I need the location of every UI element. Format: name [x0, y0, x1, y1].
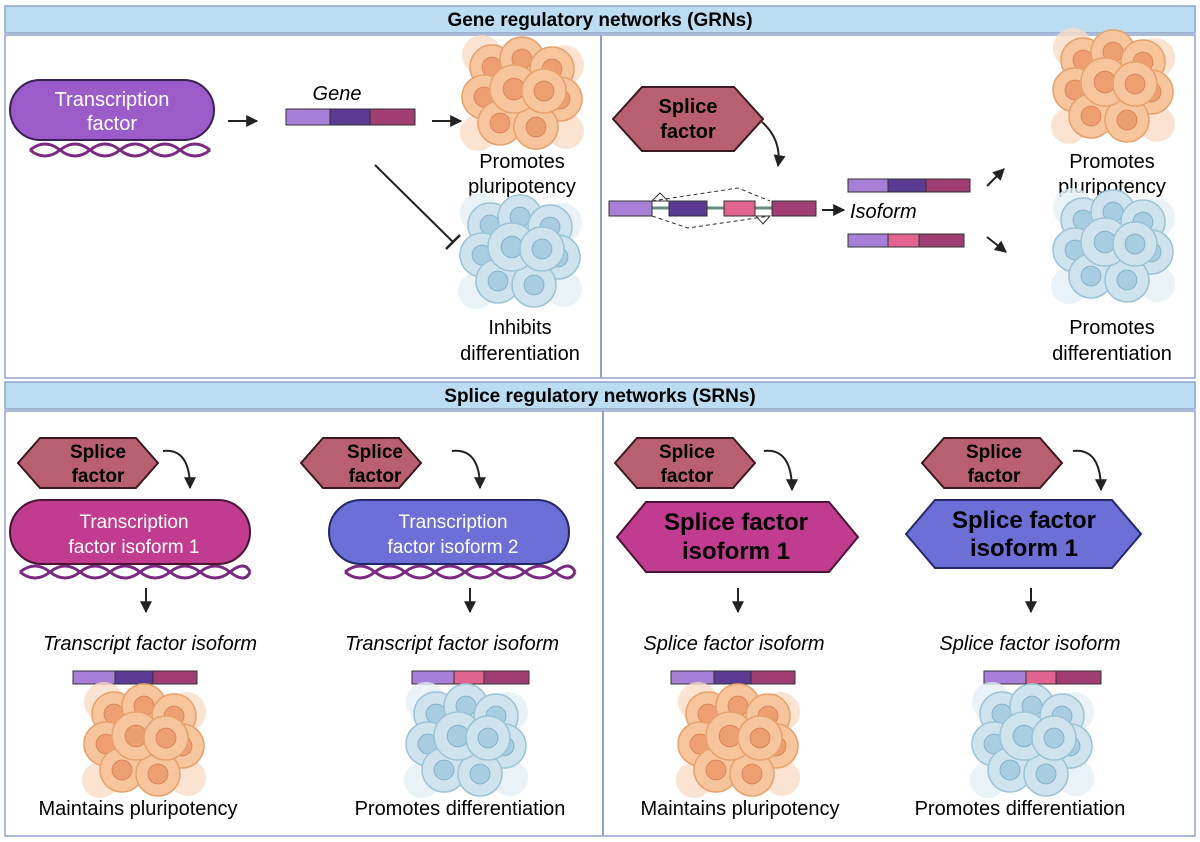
differentiated-cell-cluster-icon — [970, 682, 1094, 798]
pluripotent-cell-cluster-icon — [1051, 28, 1175, 144]
arrow-to-differentiation — [986, 236, 1007, 253]
splice-factor-hexagon — [613, 437, 757, 489]
dna-helix-icon — [19, 564, 252, 580]
srn1-product-line2: factor isoform 1 — [69, 537, 200, 558]
srn2-product-line2: factor isoform 2 — [388, 537, 519, 558]
arrow-splice-to-premrna — [761, 121, 786, 168]
srn1-product-line1: Transcription — [79, 512, 188, 533]
splice-factor-hexagon — [611, 86, 765, 152]
grn-right-diff-line1: Promotes — [1069, 317, 1155, 339]
srn4-product-line2: isoform 1 — [970, 535, 1078, 562]
srn1-isoform-label: Transcript factor isoform — [43, 633, 257, 655]
srn3-splice-line1: Splice — [659, 442, 715, 463]
grn-splice-factor: Splice factor — [611, 86, 765, 152]
srn4-splice-line2: factor — [968, 466, 1021, 487]
grn-left-promotes-line1: Promotes — [479, 151, 565, 173]
pluripotent-cell-cluster-icon — [82, 682, 206, 798]
srn2-isoform-label: Transcript factor isoform — [345, 633, 559, 655]
srn2-curve-arrow — [451, 449, 486, 490]
srn4-curve-arrow — [1072, 449, 1107, 492]
grn-transcription-factor: Transcription factor — [9, 79, 215, 158]
grn-left-promotes-line2: pluripotency — [468, 176, 576, 198]
srn3-isoform-label: Splice factor isoform — [643, 633, 824, 655]
srn1-curve-arrow — [162, 449, 196, 490]
srn4-isoform-label: Splice factor isoform — [939, 633, 1120, 655]
tf-isoform-1-pill — [9, 499, 251, 565]
tf-label-line1: Transcription — [55, 89, 170, 111]
srn3-exon-bar — [670, 670, 796, 685]
grn-isoform-label: Isoform — [850, 201, 917, 223]
differentiated-cell-cluster-icon — [404, 682, 528, 798]
grn-right-pluri-line1: Promotes — [1069, 151, 1155, 173]
srn-column-2: Splice factor Transcription factor isofo… — [299, 437, 577, 820]
splice-factor-hexagon — [920, 437, 1064, 489]
pluripotent-cell-cluster-icon — [676, 682, 800, 798]
tf-isoform-2-pill — [328, 499, 570, 565]
tf-label-line2: factor — [87, 113, 137, 135]
srn3-product-line2: isoform 1 — [682, 538, 790, 565]
srn4-product-line1: Splice factor — [952, 507, 1096, 534]
srn2-splice-line2: factor — [349, 466, 402, 487]
srn2-exon-bar — [411, 670, 530, 685]
pre-mrna-splicing — [608, 187, 817, 229]
srn1-exon-bar — [72, 670, 198, 685]
srn1-splice-line1: Splice — [70, 442, 126, 463]
differentiated-cell-cluster-icon — [1051, 188, 1175, 304]
srn2-splice-line1: Splice — [347, 442, 403, 463]
splice-factor-hexagon — [299, 437, 423, 489]
srn2-outcome: Promotes differentiation — [355, 798, 566, 820]
splice-factor-isoform-hexagon — [615, 501, 860, 573]
isoform-bar-pluripotent — [847, 178, 971, 193]
srn4-splice-line1: Splice — [966, 442, 1022, 463]
srn3-product-line1: Splice factor — [664, 509, 808, 536]
grn-right-diff-line2: differentiation — [1052, 343, 1172, 365]
srn-header — [4, 381, 1196, 410]
srn1-splice-line2: factor — [72, 466, 125, 487]
grn-splice-line1: Splice — [659, 96, 718, 118]
srn-title: Splice regulatory networks (SRNs) — [444, 386, 755, 407]
srn4-outcome: Promotes differentiation — [915, 798, 1126, 820]
srn-column-1: Splice factor Transcription factor isofo… — [9, 437, 257, 820]
splice-factor-hexagon — [16, 437, 160, 489]
differentiated-cell-cluster-icon — [458, 193, 582, 309]
srn-column-4: Splice factor Splice factor isoform 1 Sp… — [904, 437, 1143, 820]
inhibit-arrow — [374, 164, 461, 250]
srn-column-3: Splice factor Splice factor isoform 1 Sp… — [613, 437, 860, 820]
srn-panel — [4, 410, 1196, 837]
srn4-exon-bar — [983, 670, 1102, 685]
gene-label: Gene — [313, 83, 362, 105]
srn2-product-line1: Transcription — [398, 512, 507, 533]
arrow-to-pluripotency — [986, 168, 1005, 187]
srn3-splice-line2: factor — [661, 466, 714, 487]
grn-splice-line2: factor — [660, 121, 716, 143]
tf-pill — [9, 79, 215, 141]
dna-helix-icon — [29, 142, 211, 158]
srn3-curve-arrow — [763, 449, 798, 492]
isoform-bar-differentiation — [847, 233, 965, 248]
splice-factor-isoform-hexagon — [904, 499, 1143, 569]
pluripotent-cell-cluster-icon — [460, 35, 584, 151]
grn-left-inhibits-line1: Inhibits — [488, 317, 551, 339]
gene-exon-bar — [285, 108, 416, 126]
grn-header — [4, 5, 1196, 34]
srn3-outcome: Maintains pluripotency — [641, 798, 840, 820]
dna-helix-icon — [344, 564, 577, 580]
grn-title: Gene regulatory networks (GRNs) — [447, 10, 752, 31]
srn1-outcome: Maintains pluripotency — [39, 798, 238, 820]
grn-left-inhibits-line2: differentiation — [460, 343, 580, 365]
